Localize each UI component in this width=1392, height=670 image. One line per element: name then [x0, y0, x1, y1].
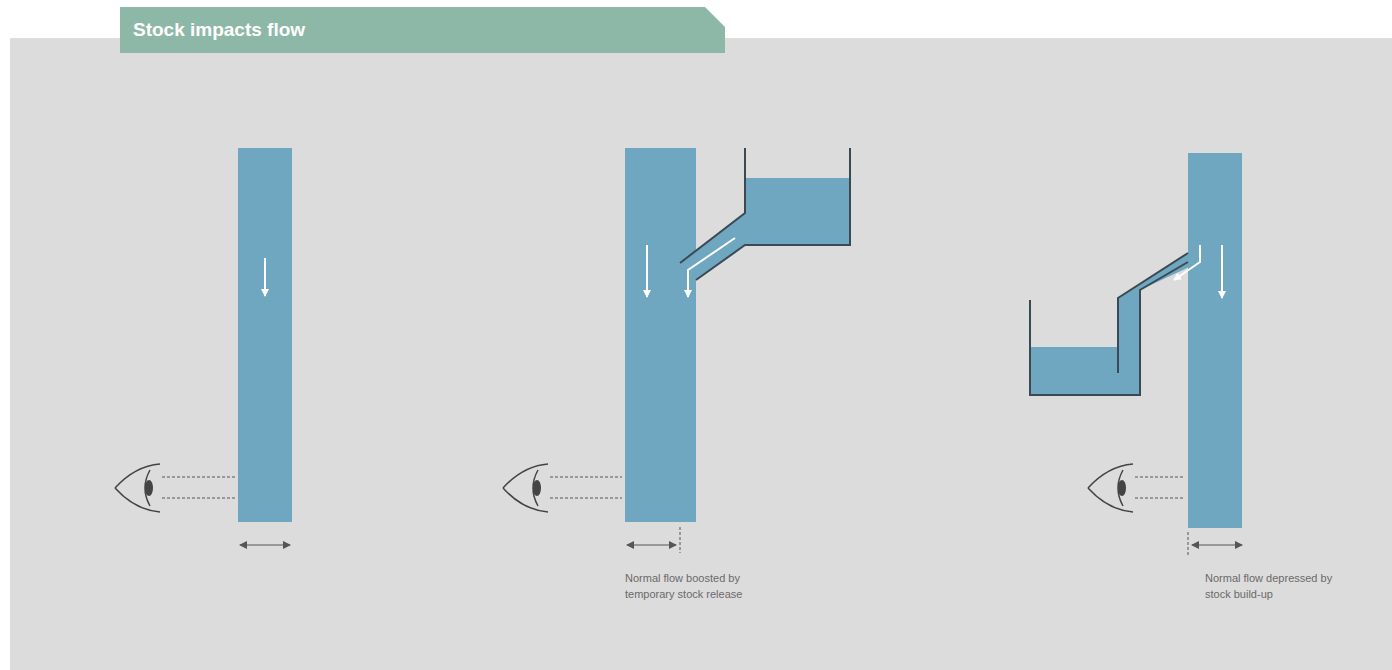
- stock-tank: [1030, 253, 1188, 395]
- eye-symbol: [115, 464, 160, 512]
- caption-note: Normal flow boosted by temporary stock r…: [625, 570, 765, 602]
- flow-column: [238, 148, 292, 522]
- caption-note: Normal flow depressed by stock build-up: [1205, 570, 1355, 602]
- flow-column: [625, 148, 696, 522]
- stock-tank: [680, 148, 850, 280]
- flow-column: [1188, 153, 1242, 528]
- eye-symbol: [503, 464, 548, 512]
- diagram-title: Stock impacts flow: [133, 19, 305, 41]
- ground-panel: [10, 38, 1392, 670]
- title-banner: [120, 7, 725, 53]
- eye-symbol: [1088, 464, 1133, 512]
